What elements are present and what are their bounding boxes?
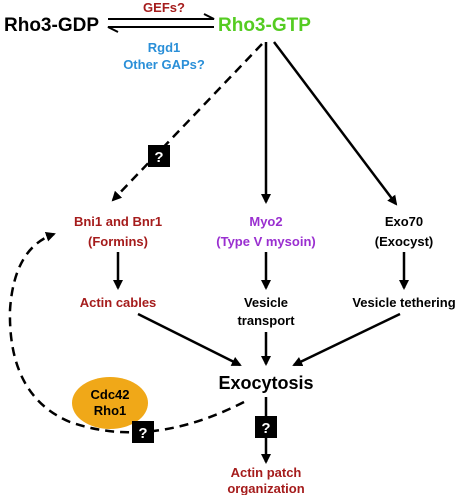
other-gaps-label: Other GAPs? (123, 57, 205, 72)
question-box-formins: ? (148, 145, 170, 167)
reverse-equilibrium-arrow (107, 26, 214, 33)
rho3-gtp-label: Rho3-GTP (218, 15, 311, 36)
formins-label-line2: (Formins) (88, 234, 148, 249)
exo70-label-line1: Exo70 (385, 214, 423, 229)
arrow-vesicle-tethering-to-exocytosis (292, 312, 401, 367)
rgd1-label: Rgd1 (148, 40, 181, 55)
rho1-label: Rho1 (94, 403, 127, 418)
rho3-gdp-label: Rho3-GDP (4, 15, 99, 36)
cdc42-rho1-ellipse (72, 377, 148, 429)
myo2-label-line1: Myo2 (249, 214, 282, 229)
exo70-label-line2: (Exocyst) (375, 234, 434, 249)
question-box-actin-patch: ? (255, 416, 277, 438)
question-mark-formins: ? (154, 149, 163, 166)
myo2-label-line2: (Type V mysoin) (216, 234, 315, 249)
arrow-gtp-to-exo70 (273, 41, 398, 206)
exocytosis-label: Exocytosis (218, 373, 313, 393)
actin-patch-label-line2: organization (227, 481, 304, 495)
vesicle-transport-label-line2: transport (237, 313, 295, 328)
arrow-actin-cables-to-exocytosis (137, 312, 242, 367)
question-mark-actin-patch: ? (261, 420, 270, 437)
actin-cables-label: Actin cables (80, 295, 157, 310)
vesicle-transport-label-line1: Vesicle (244, 295, 288, 310)
question-mark-feedback: ? (138, 425, 147, 442)
gefs-label: GEFs? (143, 0, 185, 15)
cdc42-label: Cdc42 (90, 387, 129, 402)
dashed-arrow-gtp-to-formins (111, 43, 263, 202)
vesicle-tethering-label: Vesicle tethering (352, 295, 455, 310)
forward-equilibrium-arrow (108, 13, 215, 20)
formins-label-line1: Bni1 and Bnr1 (74, 214, 162, 229)
actin-patch-label-line1: Actin patch (231, 465, 302, 480)
question-box-feedback: ? (132, 421, 154, 443)
